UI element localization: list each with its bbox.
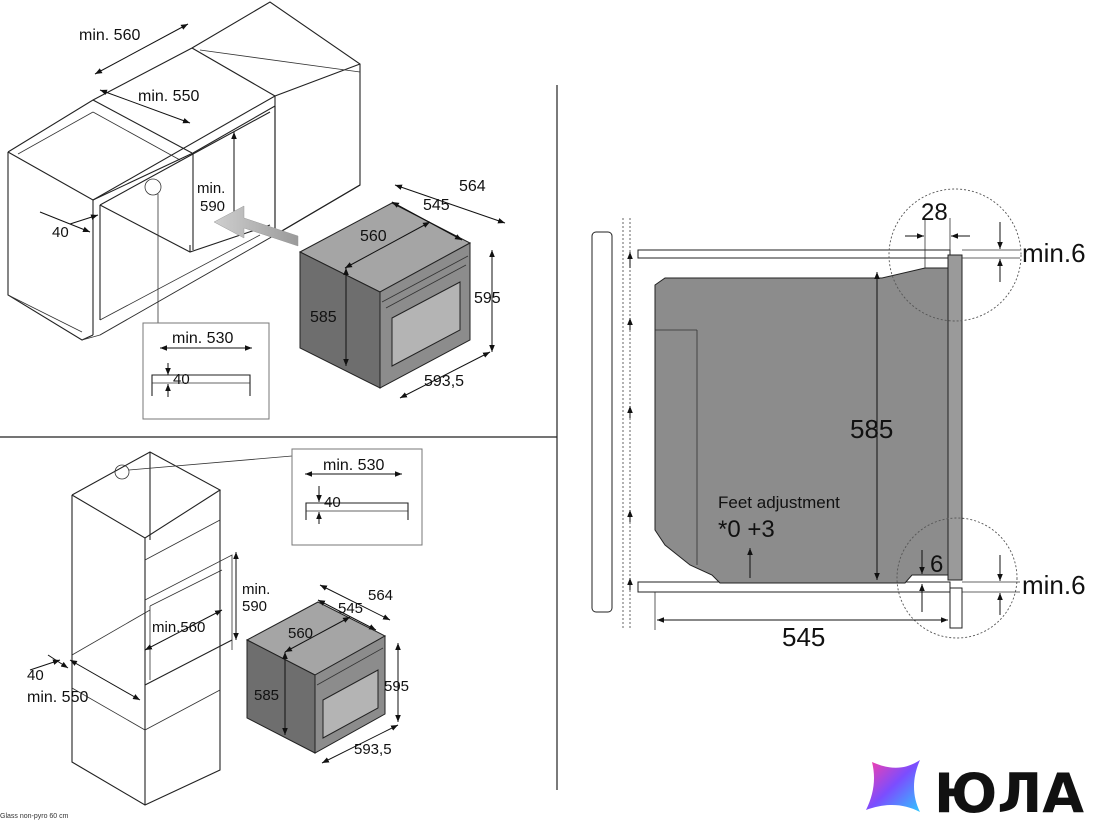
top-gap-label: min.6 <box>1022 238 1086 268</box>
column-oven-width-body: 560 <box>288 625 313 642</box>
column-cabinet-depth: min. 550 <box>27 689 88 706</box>
oven-dimensions-bottom: 564 545 560 585 595 593,5 <box>254 584 409 764</box>
bottom-offset-label: 6 <box>930 551 943 578</box>
insertion-arrow <box>213 205 299 247</box>
oven-width-front: 593,5 <box>424 373 464 390</box>
bottom-gap-label: min.6 <box>1022 570 1086 600</box>
dim-cabinet-inner: min. 550 <box>138 88 199 105</box>
depth-dimension: 545 <box>654 592 948 652</box>
undercounter-dimensions: min. 560 min. 550 min. 590 40 <box>39 23 237 241</box>
oven-height-body: 585 <box>310 309 337 326</box>
oven-dimensions-top: 564 545 560 585 595 593,5 <box>310 178 506 399</box>
undercounter-installation: min. 560 min. 550 min. 590 40 min. 530 4… <box>7 1 506 420</box>
column-vent-detail: min. 530 40 <box>291 448 423 546</box>
column-inner-width: min.560 <box>152 619 205 636</box>
height-label: 585 <box>850 414 893 444</box>
column-installation: min. 530 40 min. 590 min.560 40 min. 550 <box>0 448 423 820</box>
dim-opening-height-a: min. <box>197 180 225 197</box>
column-oven-height-body: 585 <box>254 687 279 704</box>
oven-depth-body: 545 <box>423 197 450 214</box>
feet-title: Feet adjustment <box>718 493 840 512</box>
yula-logo-text: ЮЛА <box>934 762 1084 821</box>
side-section-view: 28 min.6 585 Feet adjustment *0 +3 6 <box>591 188 1086 652</box>
column-oven-depth-total: 564 <box>368 587 393 604</box>
bottom-detail-dimensions: 6 min.6 <box>919 550 1086 629</box>
vent-width-label: min. 530 <box>172 330 233 347</box>
feet-adjustment: Feet adjustment *0 +3 <box>718 493 840 578</box>
column-dimensions: min. 590 min.560 40 min. 550 <box>27 552 270 706</box>
dim-side-gap: 40 <box>52 224 69 241</box>
undercounter-vent-detail: min. 530 40 <box>142 322 270 420</box>
column-vent-width-label: min. 530 <box>323 457 384 474</box>
oven-height-front: 595 <box>474 290 501 307</box>
oven-illustration-bottom <box>245 601 387 754</box>
column-oven-height-front: 595 <box>384 678 409 695</box>
column-oven-width-front: 593,5 <box>354 741 392 758</box>
yula-logo-mark <box>866 760 920 812</box>
top-detail-dimensions: 28 min.6 <box>905 199 1086 282</box>
top-shelf <box>637 249 951 259</box>
column-vent-depth-label: 40 <box>324 494 341 511</box>
column-opening-height-a: min. <box>242 581 270 598</box>
feet-value: *0 +3 <box>718 516 775 543</box>
depth-label: 545 <box>782 622 825 652</box>
yula-logo: ЮЛА <box>866 760 1084 821</box>
dim-opening-height-b: 590 <box>200 198 225 215</box>
oven-width-body: 560 <box>360 228 387 245</box>
footer-note: Glass non-pyro 60 cm <box>0 813 69 820</box>
undercounter-cabinet <box>7 1 361 341</box>
oven-door <box>947 254 963 581</box>
column-side-gap: 40 <box>27 667 44 684</box>
oven-depth-total: 564 <box>459 178 486 195</box>
top-offset-label: 28 <box>921 199 948 226</box>
panel-dividers <box>0 85 558 790</box>
vent-depth-label: 40 <box>173 371 190 388</box>
height-dimension: 585 <box>850 272 893 580</box>
column-opening-height-b: 590 <box>242 598 267 615</box>
dim-cabinet-width: min. 560 <box>79 27 140 44</box>
column-oven-depth-body: 545 <box>338 600 363 617</box>
oven-side-profile <box>654 267 949 584</box>
wall <box>591 231 613 613</box>
